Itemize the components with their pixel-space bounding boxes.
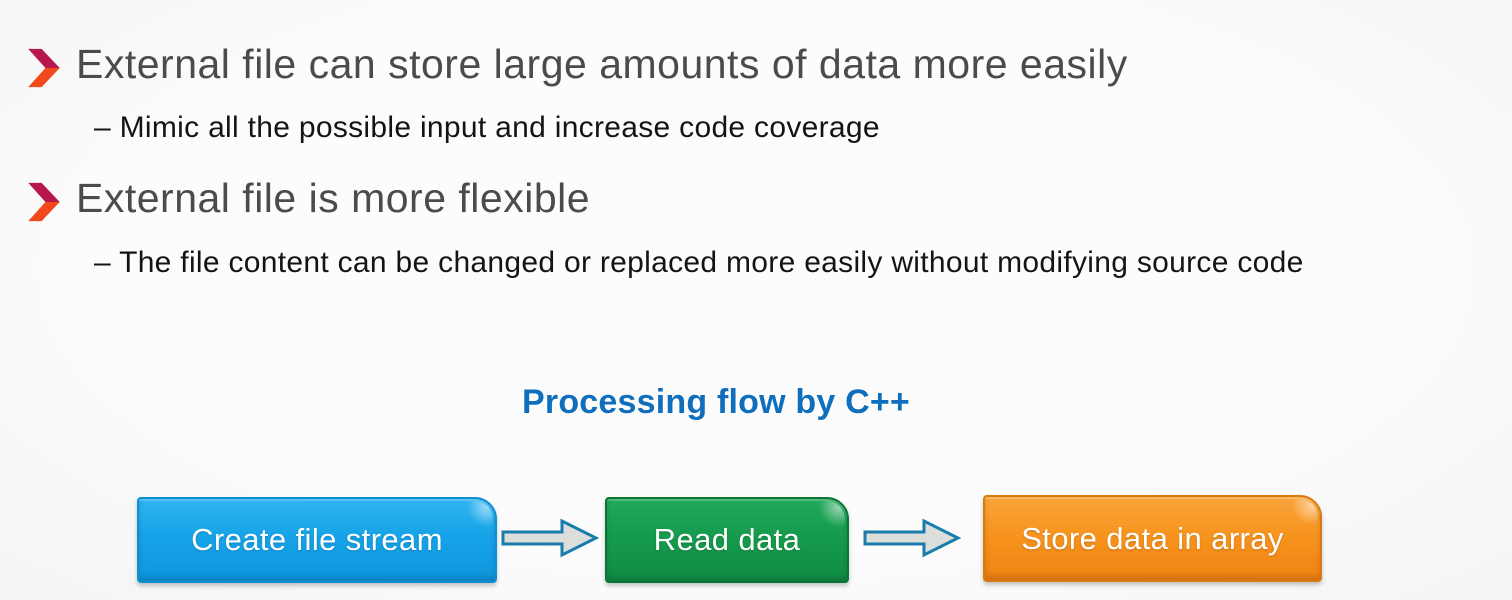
- bullet-item-1: External file can store large amounts of…: [25, 40, 1128, 89]
- flow-step-read-data: Read data: [605, 497, 849, 583]
- chevron-right-icon: [28, 48, 60, 88]
- bullet-2-text: External file is more flexible: [76, 175, 591, 221]
- flow-step-create-file-stream: Create file stream: [137, 497, 497, 583]
- bullet-item-2: External file is more flexible: [25, 174, 590, 223]
- sub-bullet-2-text: – The file content can be changed or rep…: [94, 246, 1304, 279]
- flow-step-store-data-in-array: Store data in array: [983, 495, 1322, 582]
- sub-bullet-1-text: – Mimic all the possible input and incre…: [94, 111, 880, 144]
- chevron-right-icon: [28, 182, 60, 222]
- bullet-1-text: External file can store large amounts of…: [76, 41, 1128, 87]
- flow-arrow-icon: [863, 518, 962, 558]
- flow-arrow-icon: [501, 518, 600, 558]
- flow-diagram-title: Processing flow by C++: [522, 383, 910, 421]
